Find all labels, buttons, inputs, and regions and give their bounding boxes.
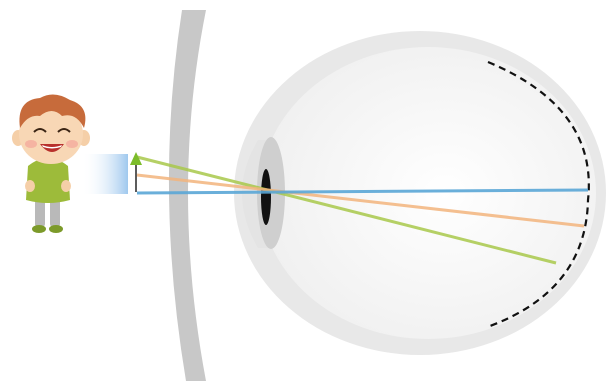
child-left-hand: [25, 180, 35, 192]
child-right-cheek: [66, 140, 78, 148]
child-shirt: [26, 158, 70, 203]
viewed-object: [82, 152, 142, 194]
child-right-shoe: [49, 225, 63, 233]
object-fade-block: [82, 154, 128, 194]
child-left-shoe: [32, 225, 46, 233]
child-figure: [12, 94, 90, 233]
child-right-hand: [61, 180, 71, 192]
corrective-lens: [169, 10, 206, 381]
child-left-cheek: [25, 140, 37, 148]
pupil: [261, 169, 271, 225]
